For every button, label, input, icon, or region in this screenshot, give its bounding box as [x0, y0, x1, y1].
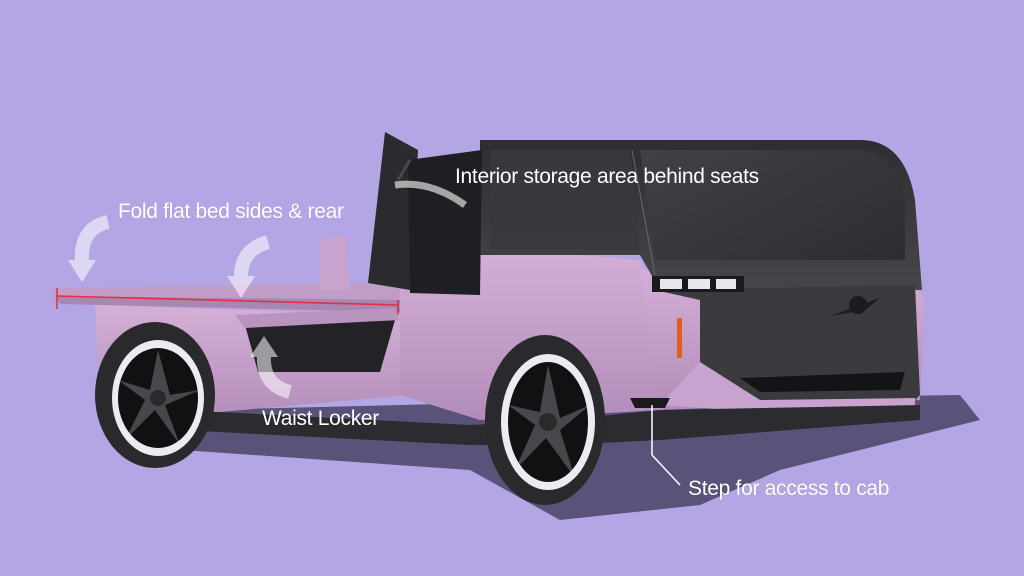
front-fascia	[652, 276, 920, 412]
step-leader-line	[651, 405, 681, 486]
annotation-interior-storage: Interior storage area behind seats	[455, 165, 759, 188]
arrow-waist-locker-icon	[250, 336, 293, 399]
flat-bed	[52, 283, 470, 318]
arrow-fold-rear-icon	[68, 215, 110, 282]
open-door	[368, 132, 482, 295]
rear-wheel	[95, 322, 215, 468]
arrow-interior-storage-icon	[394, 180, 468, 208]
front-wheel	[485, 335, 605, 505]
brand-logo-icon	[830, 296, 880, 316]
cab-roof	[480, 140, 922, 290]
waist-locker-panel	[235, 308, 400, 372]
annotation-step-access: Step for access to cab	[688, 477, 890, 500]
arrow-fold-side-icon	[227, 235, 271, 298]
annotation-waist-locker: Waist Locker	[262, 407, 379, 430]
annotation-fold-flat-bed: Fold flat bed sides & rear	[118, 200, 344, 223]
